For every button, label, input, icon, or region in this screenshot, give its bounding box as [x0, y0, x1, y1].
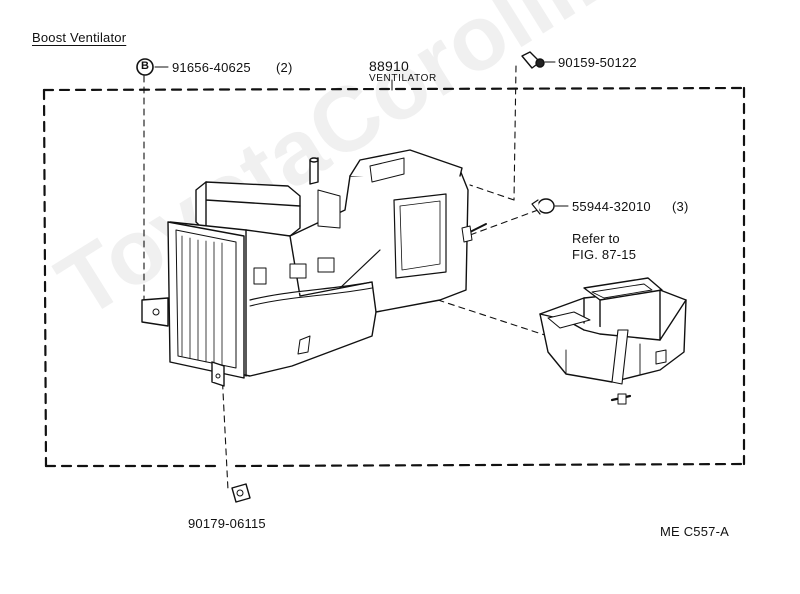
small-screw — [610, 393, 632, 405]
leader-lines — [143, 65, 561, 491]
diagram-title: Boost Ventilator — [32, 30, 127, 45]
fastener-clip — [531, 198, 555, 215]
assembly-name: VENTILATOR — [369, 73, 437, 84]
callout-screw-part-no: 90159-50122 — [558, 55, 637, 70]
bolt-marker-circle — [136, 58, 154, 76]
assembly-part-no: 88910 — [369, 58, 409, 74]
fastener-bottom-nut — [231, 483, 251, 503]
reference-line1: Refer to — [572, 231, 620, 246]
bolt-marker-letter: B — [141, 60, 150, 72]
assembly-boundary — [42, 86, 746, 468]
callout-clip-qty: (3) — [672, 199, 689, 214]
ventilator-housing — [141, 149, 487, 387]
callout-clip-part-no: 55944-32010 — [572, 199, 651, 214]
referenced-duct-unit — [539, 277, 687, 385]
fastener-top-screw — [521, 51, 545, 69]
figure-code: ME C557-A — [660, 524, 729, 539]
callout-bolt-part-no: 91656-40625 — [172, 60, 251, 75]
reference-line2: FIG. 87-15 — [572, 247, 637, 262]
callout-bolt-qty: (2) — [276, 60, 293, 75]
callout-nut-part-no: 90179-06115 — [188, 516, 266, 531]
